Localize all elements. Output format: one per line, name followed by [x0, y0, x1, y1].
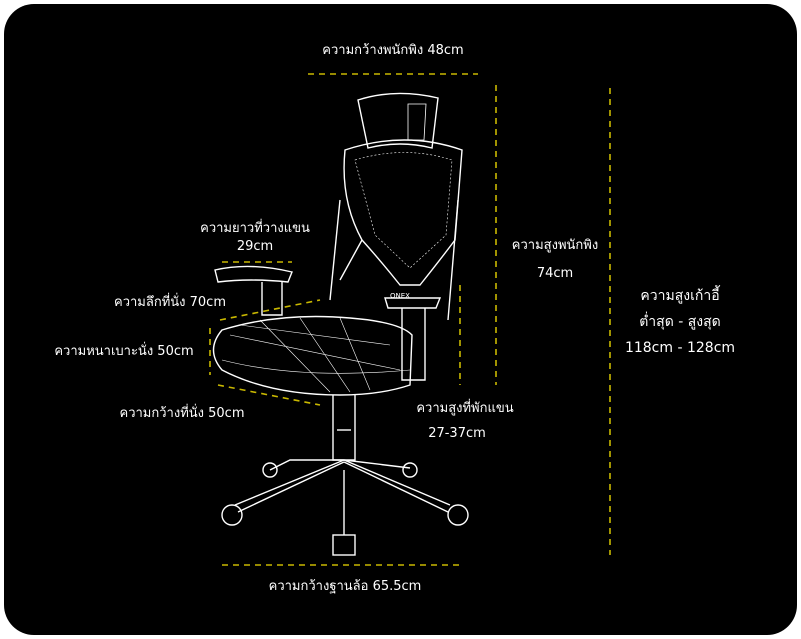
- wheelbase: [234, 459, 451, 535]
- seat-depth-line: [219, 299, 321, 321]
- seat: [212, 315, 413, 396]
- armrest-length-value: 29cm: [236, 239, 274, 254]
- chair-height-range-label: ต่ำสุด - สูงสุด: [639, 314, 721, 330]
- armrest-height-value: 27-37cm: [428, 426, 486, 441]
- caster-wheel: [221, 504, 243, 526]
- brand-logo: ONEX: [390, 292, 410, 300]
- left-armrest: [214, 265, 293, 283]
- headrest: [357, 92, 439, 149]
- dimension-diagram: ONEX ความกว้างพนักพิง 48cm ความยาวที่วาง…: [4, 4, 797, 635]
- backrest-width-label: ความกว้างพนักพิง 48cm: [322, 43, 464, 58]
- backrest: [343, 139, 463, 286]
- backrest-height-value: 74cm: [536, 266, 574, 281]
- seat-width-label: ความกว้างที่นั่ง 50cm: [119, 406, 245, 421]
- backrest-height-label: ความสูงพนักพิง: [511, 238, 599, 253]
- armrest-length-label: ความยาวที่วางแขน: [200, 221, 310, 236]
- chair-illustration: ONEX: [209, 73, 611, 566]
- seat-depth-label: ความลึกที่นั่ง 70cm: [114, 295, 226, 310]
- gas-lift: [332, 395, 356, 461]
- chair-height-value: 118cm - 128cm: [624, 340, 736, 356]
- seat-thickness-label: ความหนาเบาะนั่ง 50cm: [54, 344, 194, 359]
- chair-height-label: ความสูงเก้าอี้: [640, 288, 720, 304]
- armrest-height-label: ความสูงที่พักแขน: [416, 401, 514, 416]
- base-width-label: ความกว้างฐานล้อ 65.5cm: [268, 579, 422, 594]
- caster-wheel: [447, 504, 469, 526]
- dimension-lines: [209, 73, 611, 566]
